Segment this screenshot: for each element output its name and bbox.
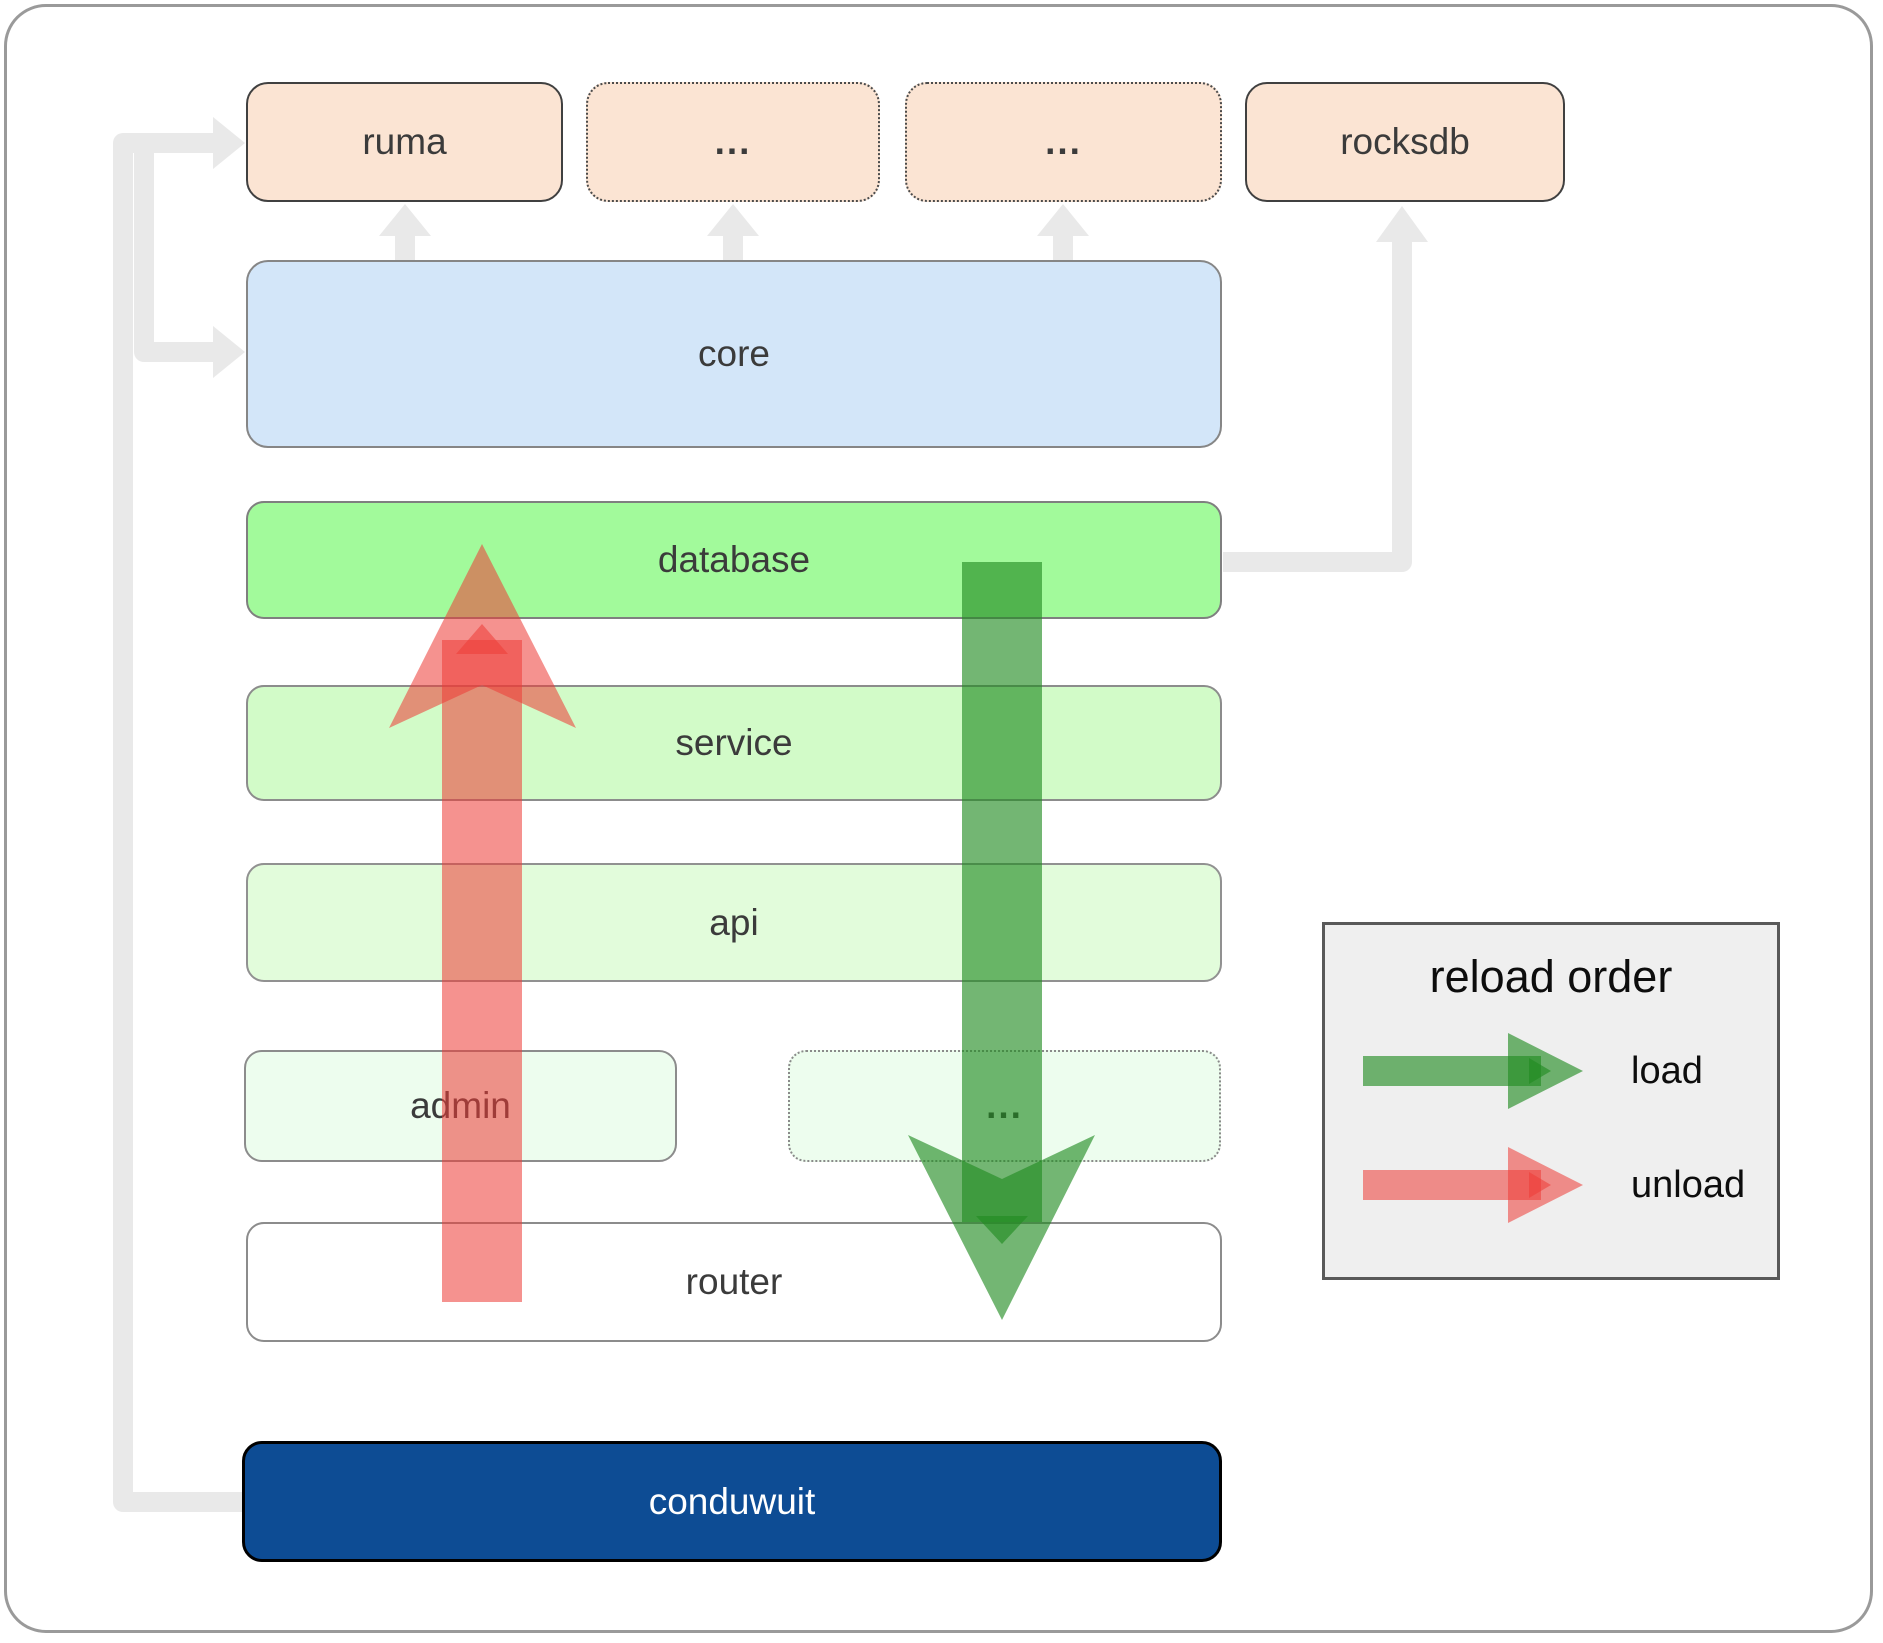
node-rocksdb: rocksdb (1245, 82, 1565, 202)
node-admin-label: admin (410, 1085, 511, 1126)
load-arrow-icon (1363, 1033, 1583, 1109)
legend-row-load: load (1325, 1025, 1777, 1117)
node-ruma: ruma (246, 82, 563, 202)
node-dependency-top-1-label: ... (714, 121, 752, 162)
node-rocksdb-label: rocksdb (1340, 121, 1470, 162)
node-conduwuit: conduwuit (242, 1441, 1222, 1562)
node-admin: admin (244, 1050, 677, 1162)
node-ruma-label: ruma (362, 121, 447, 162)
diagram-outer-frame (4, 4, 1873, 1633)
node-router-label: router (685, 1261, 783, 1302)
node-router: router (246, 1222, 1222, 1342)
node-api: api (246, 863, 1222, 982)
node-database-label: database (657, 539, 811, 580)
unload-arrow-icon (1363, 1147, 1583, 1223)
node-service-label: service (675, 722, 793, 763)
node-core-label: core (698, 333, 770, 374)
node-service: service (246, 685, 1222, 801)
legend-unload-label: unload (1631, 1163, 1746, 1206)
node-dependency-bottom: ... (788, 1050, 1221, 1162)
legend-load-label: load (1631, 1049, 1703, 1092)
legend-title: reload order (1429, 951, 1673, 1002)
node-dependency-top-1: ... (586, 82, 880, 202)
node-dependency-top-2-label: ... (1045, 121, 1082, 162)
node-dependency-bottom-label: ... (986, 1085, 1023, 1126)
node-database: database (246, 501, 1222, 619)
node-api-label: api (709, 901, 759, 943)
node-core: core (246, 260, 1222, 448)
legend-row-unload: unload (1325, 1139, 1777, 1231)
node-conduwuit-label: conduwuit (648, 1480, 816, 1522)
reload-order-legend: reload order load unload (1322, 922, 1780, 1280)
node-dependency-top-2: ... (905, 82, 1222, 202)
